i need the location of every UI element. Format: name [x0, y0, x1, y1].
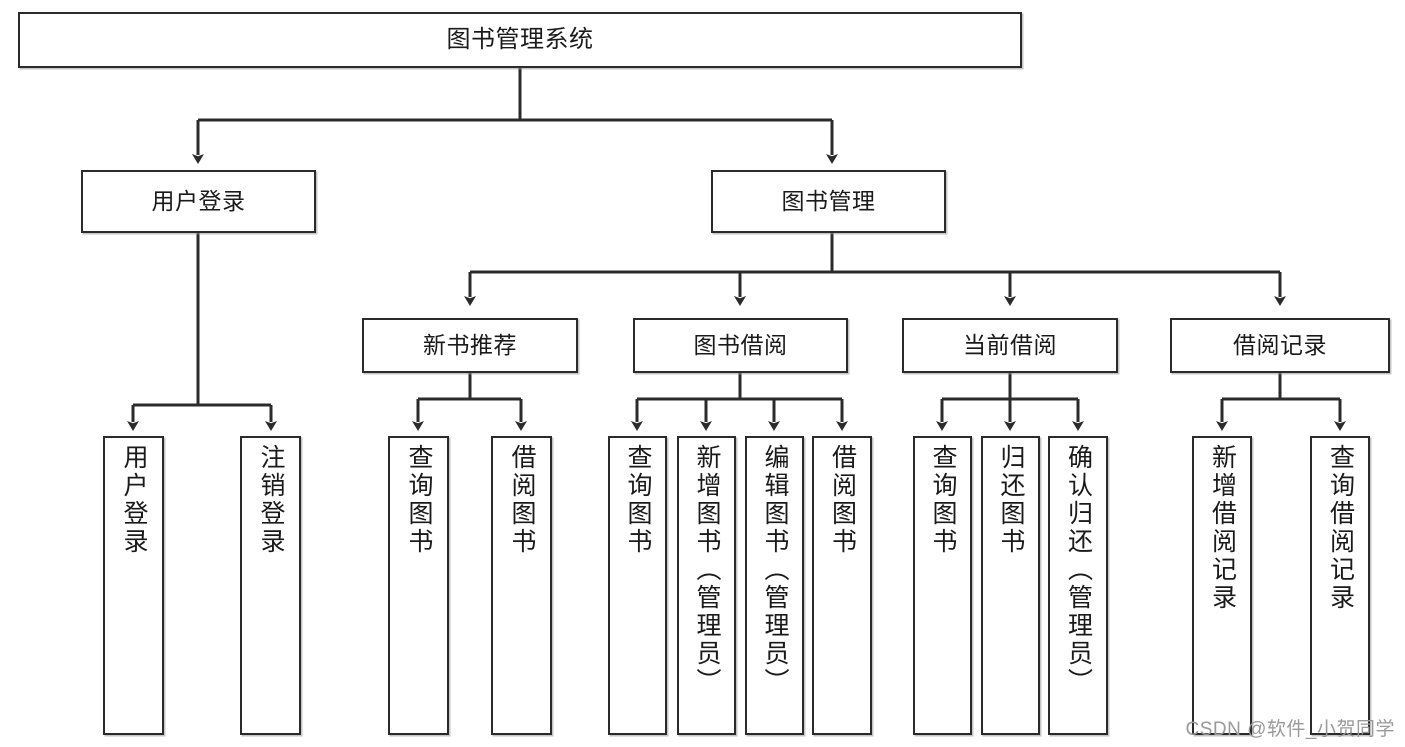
leaf-edit-book-admin[interactable]: 编辑图书（管理员） [745, 436, 804, 735]
leaf-borrow-book[interactable]: 借阅图书 [812, 436, 872, 735]
node-borrow-record[interactable]: 借阅记录 [1170, 318, 1390, 373]
node-new-book-recommend[interactable]: 新书推荐 [362, 318, 578, 373]
csdn-watermark: CSDN @软件_小贺同学 [1185, 719, 1395, 740]
node-root-label: 图书管理系统 [446, 25, 594, 53]
node-current-borrow-label: 当前借阅 [963, 331, 1057, 358]
leaf-confirm-return-admin-label: 确认归还（管理员） [1064, 444, 1093, 696]
node-book-management[interactable]: 图书管理 [711, 170, 946, 233]
node-user-login[interactable]: 用户登录 [81, 170, 316, 233]
leaf-borrow-book-new[interactable]: 借阅图书 [491, 436, 552, 735]
leaf-add-borrow-record[interactable]: 新增借阅记录 [1192, 436, 1252, 735]
leaf-borrow-book-new-label: 借阅图书 [508, 444, 536, 556]
leaf-user-login-label: 用户登录 [120, 444, 148, 556]
leaf-add-borrow-record-label: 新增借阅记录 [1208, 444, 1237, 612]
leaf-logout[interactable]: 注销登录 [240, 436, 301, 735]
node-book-borrow[interactable]: 图书借阅 [633, 318, 848, 373]
node-book-management-label: 图书管理 [781, 187, 876, 214]
leaf-logout-label: 注销登录 [257, 444, 285, 556]
node-borrow-record-label: 借阅记录 [1233, 331, 1327, 358]
leaf-return-book-label: 归还图书 [997, 444, 1025, 556]
leaf-query-borrow-record[interactable]: 查询借阅记录 [1310, 436, 1370, 735]
leaf-return-book[interactable]: 归还图书 [981, 436, 1040, 735]
leaf-query-book-new-label: 查询图书 [405, 444, 433, 556]
node-current-borrow[interactable]: 当前借阅 [902, 318, 1118, 373]
leaf-query-book-current-label: 查询图书 [929, 444, 957, 556]
leaf-borrow-book-label: 借阅图书 [828, 444, 857, 556]
leaf-user-login[interactable]: 用户登录 [103, 436, 164, 735]
leaf-query-borrow-record-label: 查询借阅记录 [1326, 444, 1355, 612]
leaf-query-book-current[interactable]: 查询图书 [913, 436, 972, 735]
leaf-add-book-admin[interactable]: 新增图书（管理员） [677, 436, 736, 735]
leaf-edit-book-admin-label: 编辑图书（管理员） [761, 444, 789, 696]
leaf-query-book-borrow[interactable]: 查询图书 [608, 436, 667, 735]
node-new-book-recommend-label: 新书推荐 [423, 331, 517, 358]
node-user-login-label: 用户登录 [151, 187, 246, 214]
leaf-query-book-borrow-label: 查询图书 [624, 444, 652, 556]
node-root[interactable]: 图书管理系统 [18, 12, 1022, 68]
leaf-confirm-return-admin[interactable]: 确认归还（管理员） [1048, 436, 1108, 735]
leaf-add-book-admin-label: 新增图书（管理员） [693, 444, 721, 696]
leaf-query-book-new[interactable]: 查询图书 [388, 436, 449, 735]
node-book-borrow-label: 图书借阅 [693, 331, 788, 358]
